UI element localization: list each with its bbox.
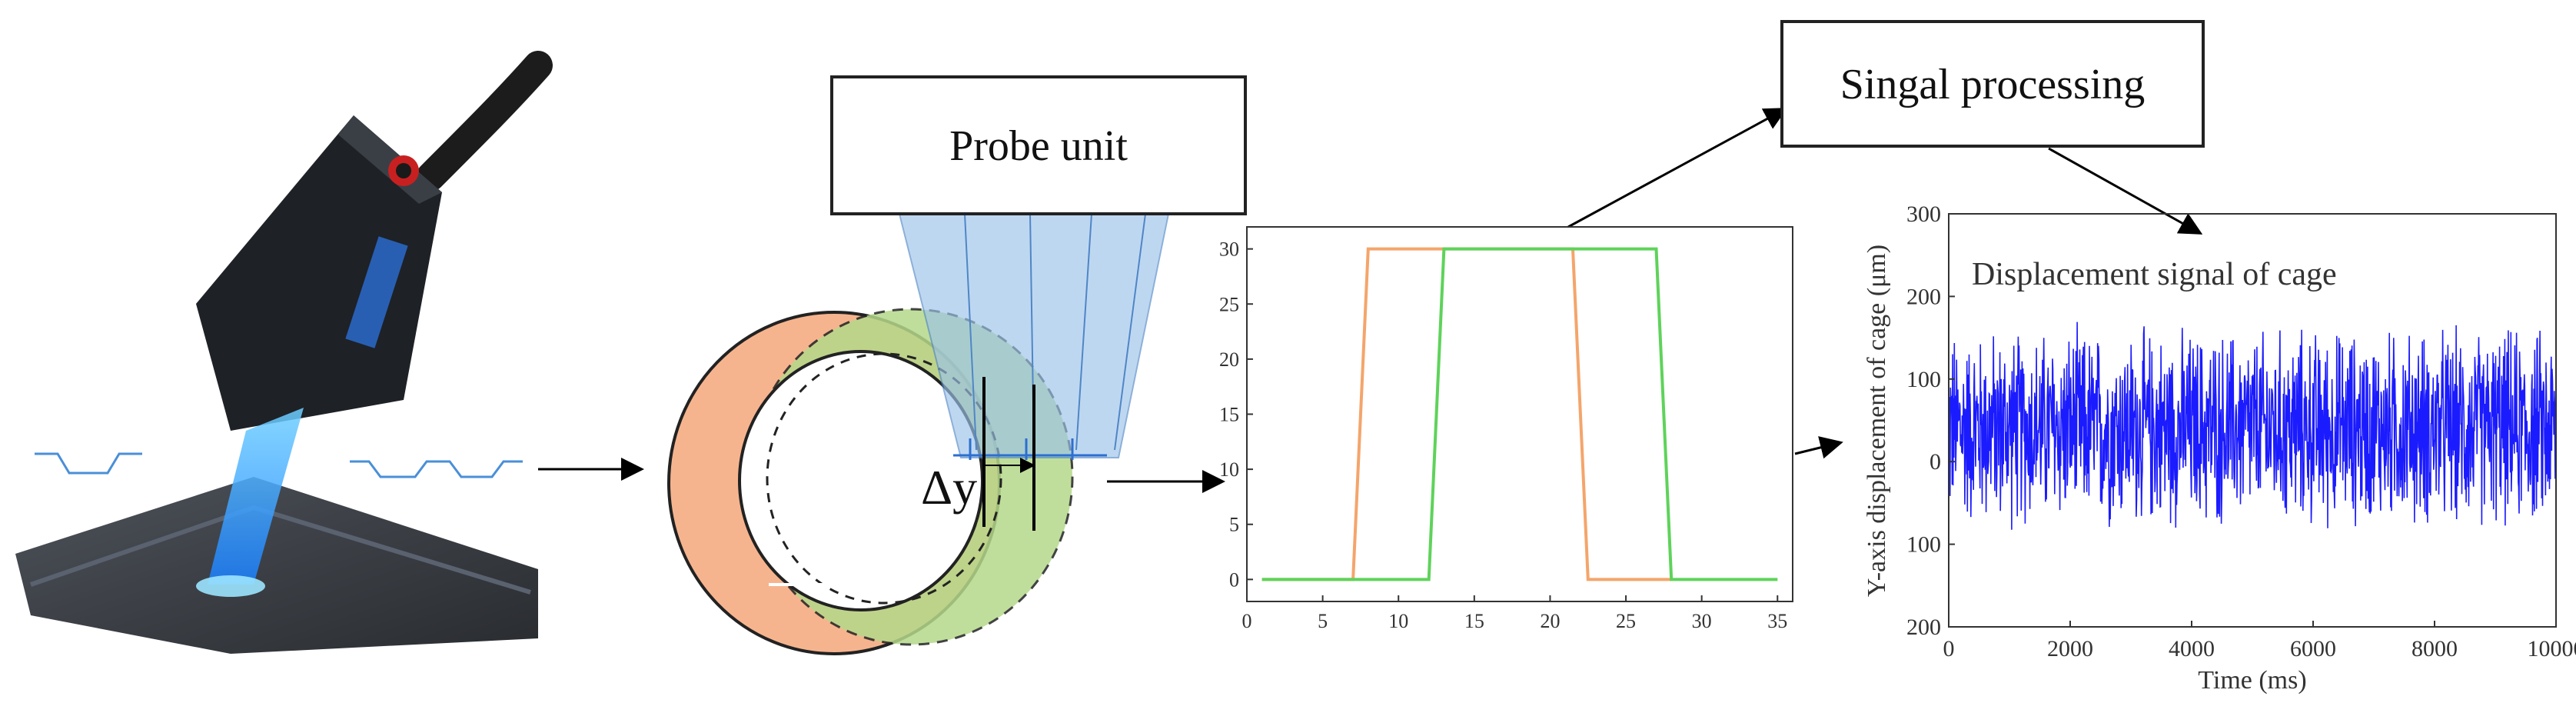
chart2-x-ticks: 0 2000 4000 6000 8000 10000 <box>1943 621 2576 661</box>
chart2-x-tick-label: 6000 <box>2290 636 2336 661</box>
chart2-series <box>1949 322 2556 530</box>
chart1-y-tick-label: 5 <box>1229 514 1239 536</box>
chart1-y-tick-label: 0 <box>1229 568 1239 591</box>
profile-sketch-left <box>35 452 142 475</box>
chart1-frame <box>1246 226 1793 602</box>
probe-unit-box: Probe unit <box>830 75 1247 215</box>
chart1-x-tick-label: 5 <box>1318 610 1328 632</box>
arrow-processing-to-signal <box>2048 147 2203 235</box>
chart2-y-ticks: 300 200 100 0 100 200 <box>1906 202 1955 640</box>
step-signal-chart: 0 5 10 15 20 25 30 0 5 10 15 20 25 30 35 <box>1219 226 1793 632</box>
chart2-frame <box>1948 213 2557 628</box>
probe-unit-label: Probe unit <box>949 122 1128 170</box>
chart2-x-tick-label: 10000 <box>2528 636 2576 661</box>
signal-processing-label: Singal processing <box>1840 61 2146 108</box>
flow-arrows <box>538 108 2203 493</box>
chart2-y-tick-label: 0 <box>1930 449 1941 475</box>
chart2-title: Displacement signal of cage <box>1972 257 2337 292</box>
sensor-cable <box>416 51 553 192</box>
chart1-y-tick-label: 20 <box>1219 348 1239 371</box>
chart2-x-tick-label: 8000 <box>2411 636 2458 661</box>
chart1-y-tick-label: 10 <box>1219 458 1239 481</box>
rail-surface <box>15 477 538 654</box>
laser-beam <box>208 408 304 585</box>
chart2-y-tick-label: 100 <box>1906 367 1941 392</box>
chart2-x-tick-label: 4000 <box>2169 636 2215 661</box>
chart1-x-tick-label: 0 <box>1242 610 1252 632</box>
chart1-x-ticks: 0 5 10 15 20 25 30 35 <box>1242 595 1787 632</box>
chart2-xlabel: Time (ms) <box>2198 666 2306 695</box>
chart2-y-tick-label: 200 <box>1906 615 1941 640</box>
delta-y-label: Δy <box>921 460 977 515</box>
chart2-ylabel: Y-axis displacement of cage (μm) <box>1863 245 1891 597</box>
chart1-y-tick-label: 25 <box>1219 293 1239 315</box>
profile-sketch-right <box>350 460 523 478</box>
green-step-series <box>1261 247 1778 581</box>
chart2-y-tick-label: 100 <box>1906 532 1941 558</box>
displacement-series <box>1949 322 2556 530</box>
chart1-y-ticks: 0 5 10 15 20 25 30 <box>1219 238 1253 591</box>
chart1-y-tick-label: 30 <box>1219 238 1239 261</box>
chart1-x-tick-label: 15 <box>1464 610 1484 632</box>
sensor-body <box>196 115 442 431</box>
laser-sensor-illustration <box>15 51 553 654</box>
chart2-x-tick-label: 0 <box>1943 636 1955 661</box>
arrow-chart-to-signal <box>1794 436 1843 459</box>
chart2-y-tick-label: 300 <box>1906 202 1941 227</box>
chart2-y-tick-label: 200 <box>1906 284 1941 309</box>
chart1-x-tick-label: 35 <box>1767 610 1787 632</box>
chart1-x-tick-label: 30 <box>1692 610 1712 632</box>
chart2-x-tick-label: 2000 <box>2047 636 2093 661</box>
chart1-x-tick-label: 20 <box>1540 610 1560 632</box>
chart1-y-tick-label: 15 <box>1219 404 1239 426</box>
chart1-series <box>1261 247 1778 581</box>
signal-processing-box: Singal processing <box>1780 20 2205 148</box>
chart1-x-tick-label: 25 <box>1616 610 1636 632</box>
chart1-x-tick-label: 10 <box>1388 610 1408 632</box>
arrow-chart-to-processing <box>1567 108 1788 228</box>
bearing-cage-diagram: Δy <box>667 213 1170 655</box>
